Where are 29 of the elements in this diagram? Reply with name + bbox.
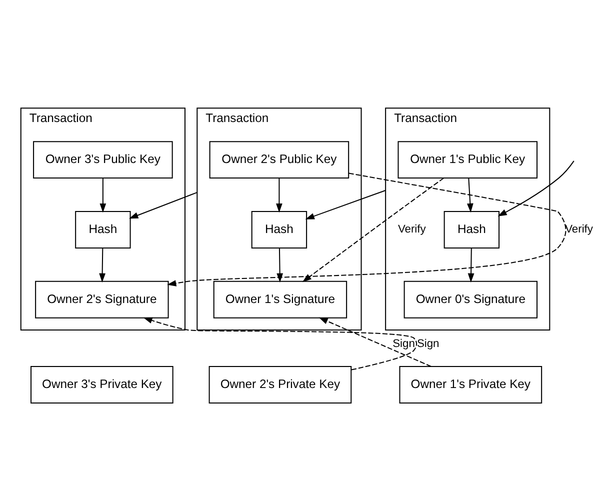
- arrow: [498, 160, 574, 216]
- node-box: Hash: [75, 210, 131, 248]
- arrow: [466, 178, 474, 212]
- node-box: Hash: [251, 210, 308, 248]
- arrow: [129, 191, 198, 218]
- edge-label: Sign: [392, 338, 415, 350]
- node-box: Owner 2's Public Key: [209, 140, 350, 178]
- arrow: [100, 178, 106, 212]
- arrow: [318, 316, 432, 366]
- edge-label: Verify: [398, 223, 426, 236]
- node-box: Owner 3's Public Key: [33, 140, 173, 178]
- arrow: [276, 178, 282, 212]
- arrow: [305, 189, 386, 219]
- node-box: Owner 2's Private Key: [208, 365, 352, 403]
- arrow: [167, 172, 566, 286]
- node-box: Owner 1's Private Key: [399, 365, 542, 403]
- node-box: Hash: [444, 210, 500, 248]
- arrow: [276, 248, 284, 282]
- edge-label: Sign: [416, 338, 440, 350]
- node-box: Owner 1's Signature: [213, 280, 348, 318]
- arrow: [468, 248, 474, 282]
- node-box: Owner 1's Public Key: [398, 140, 538, 178]
- arrow: [99, 248, 106, 282]
- arrow: [143, 316, 418, 370]
- node-box: Owner 3's Private Key: [30, 365, 174, 403]
- arrow: [302, 177, 444, 282]
- edge-label: Verify: [565, 223, 593, 236]
- node-box: Owner 0's Signature: [404, 280, 538, 318]
- node-box: Owner 2's Signature: [35, 280, 169, 318]
